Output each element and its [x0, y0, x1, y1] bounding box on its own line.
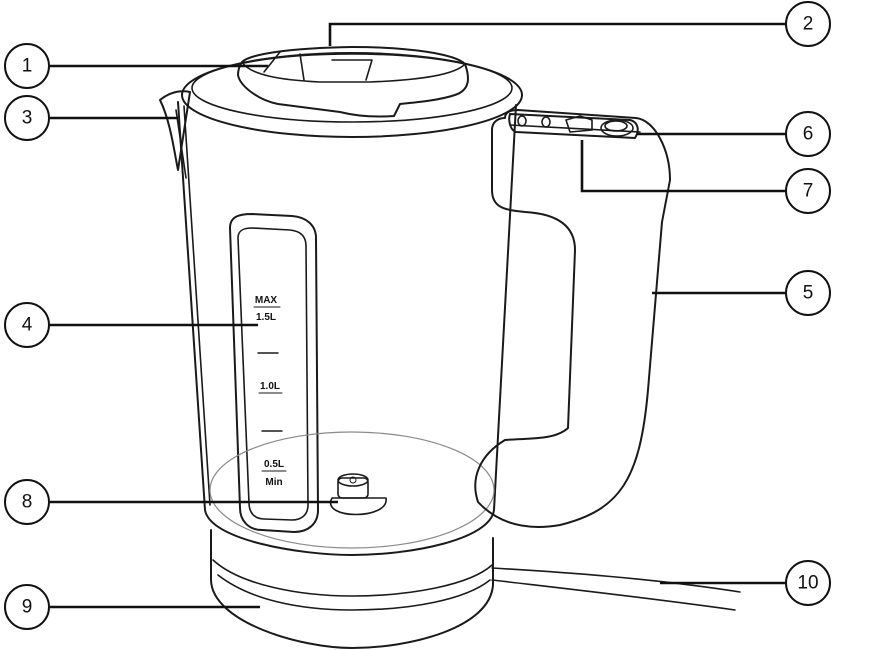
callout-1: 1	[4, 43, 50, 89]
callout-8: 8	[4, 479, 50, 525]
callout-5: 5	[785, 270, 831, 316]
callout-2: 2	[785, 1, 831, 47]
callout-3: 3	[4, 95, 50, 141]
scale-min-label: Min	[265, 477, 282, 488]
scale-mid-label: 1.0L	[260, 381, 280, 392]
power-switch	[600, 119, 634, 137]
callout-4: 4	[4, 302, 50, 348]
leader-lines	[50, 22, 785, 609]
svg-text:10: 10	[797, 573, 818, 594]
indicator-light-icon	[541, 116, 551, 128]
water-level-window: MAX 1.5L 1.0L 0.5L Min	[229, 213, 319, 533]
kettle-lid	[181, 46, 523, 138]
switch-panel	[508, 113, 639, 139]
svg-text:2: 2	[803, 14, 814, 35]
callout-9: 9	[4, 584, 50, 630]
kettle-base	[210, 529, 494, 649]
svg-text:9: 9	[22, 597, 33, 618]
svg-text:1: 1	[22, 56, 33, 77]
callout-10: 10	[785, 560, 831, 606]
power-cord	[491, 567, 741, 611]
svg-text:3: 3	[22, 108, 33, 129]
heating-element	[209, 431, 495, 549]
svg-text:8: 8	[22, 492, 33, 513]
svg-text:5: 5	[803, 283, 814, 304]
lid-release-button	[565, 115, 593, 133]
scale-max-label: MAX	[255, 295, 278, 306]
callout-6: 6	[785, 111, 831, 157]
indicator-light-icon	[517, 115, 527, 127]
callout-7: 7	[785, 168, 831, 214]
scale-min-volume: 0.5L	[264, 459, 284, 470]
svg-text:7: 7	[803, 181, 814, 202]
scale-max-volume: 1.5L	[256, 312, 276, 323]
svg-text:4: 4	[22, 315, 33, 336]
svg-text:6: 6	[803, 124, 814, 145]
kettle-body	[159, 90, 517, 556]
